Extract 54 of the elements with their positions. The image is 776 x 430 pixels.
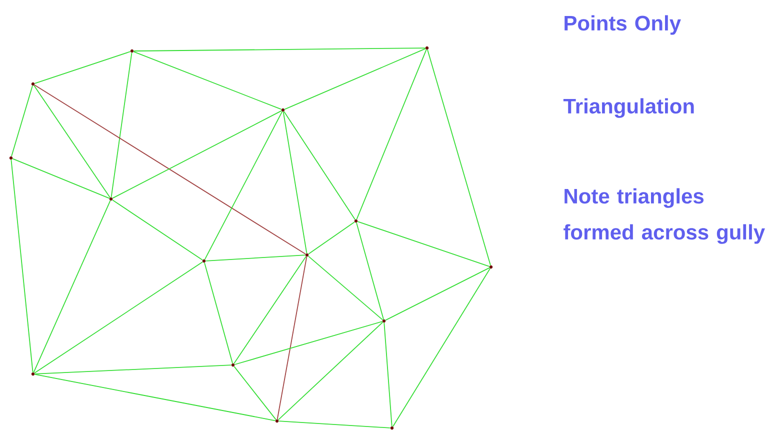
point-marker: [354, 219, 358, 223]
point-marker: [382, 319, 386, 323]
point-marker: [130, 49, 134, 53]
triangle-edge: [234, 366, 276, 420]
triangle-edge: [278, 322, 384, 420]
triangle-edge: [278, 420, 391, 428]
triangle-edge: [112, 110, 282, 199]
triangle-edge: [34, 374, 276, 422]
triangle-edge: [34, 262, 203, 374]
point-marker: [489, 265, 493, 269]
triangle-edge: [284, 111, 356, 220]
triangle-edge: [34, 51, 131, 84]
triangle-edge: [284, 48, 426, 110]
triangle-edge: [10, 159, 34, 373]
triangle-edge: [34, 84, 306, 254]
triangle-edge: [356, 222, 384, 320]
triangle-edge: [34, 85, 110, 198]
note-text: Points Only: [564, 15, 681, 35]
point-marker: [275, 419, 279, 423]
triangle-edge: [205, 254, 306, 262]
triangle-edge: [11, 85, 33, 157]
point-marker: [281, 108, 285, 112]
triangle-edge: [385, 267, 490, 321]
triangle-edge: [33, 200, 111, 373]
triangle-edge: [133, 48, 426, 52]
point-marker: [9, 156, 13, 160]
point-marker: [31, 82, 35, 86]
triangle-edge: [356, 49, 427, 220]
point-marker: [202, 259, 206, 263]
triangle-edge: [392, 268, 491, 427]
triangle-edge: [276, 256, 308, 420]
triangle-edge: [12, 158, 110, 199]
point-marker: [231, 363, 235, 367]
point-marker: [31, 372, 35, 376]
triangle-edge: [384, 322, 392, 427]
triangle-edge: [308, 256, 384, 320]
triangle-edge: [234, 256, 306, 364]
triangle-edge: [112, 200, 203, 260]
triangle-edge: [204, 111, 283, 260]
triangle-edge: [204, 262, 233, 364]
triangle-edge: [133, 51, 282, 110]
triangle-edge: [357, 221, 490, 267]
point-marker: [390, 426, 394, 430]
point-marker: [305, 253, 309, 257]
point-marker: [425, 46, 429, 50]
triangle-edge: [282, 111, 308, 254]
triangle-edge: [234, 321, 383, 365]
triangle-edge: [427, 49, 491, 266]
triangle-edge: [34, 364, 232, 374]
triangle-edge: [110, 52, 132, 198]
triangle-edge: [308, 222, 355, 254]
note-text: Note triangles formed across gully: [564, 188, 765, 244]
note-text: Triangulation: [563, 98, 694, 118]
point-marker: [109, 197, 113, 201]
